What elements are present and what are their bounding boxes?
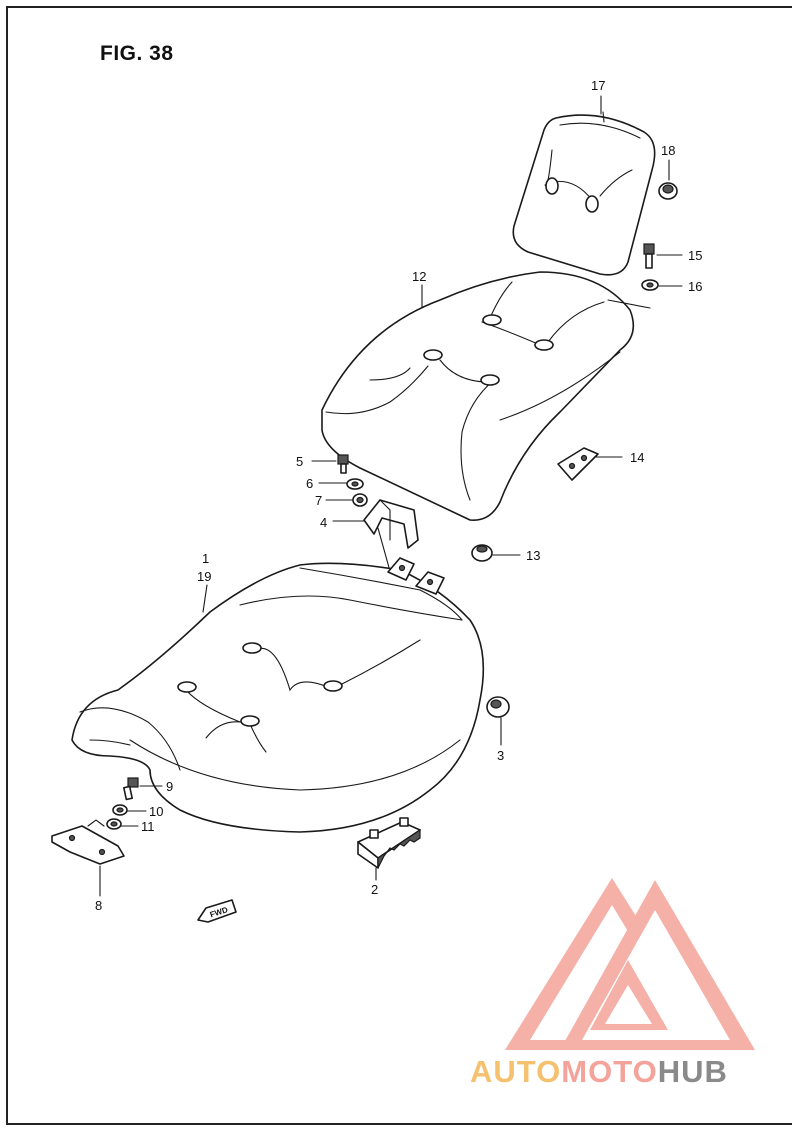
leader-lines bbox=[99, 95, 683, 897]
seat-rear-tabs bbox=[387, 557, 445, 595]
callout-16: 16 bbox=[688, 279, 702, 294]
callout-17: 17 bbox=[591, 78, 605, 93]
bracket-14 bbox=[557, 447, 599, 481]
callout-12: 12 bbox=[412, 269, 426, 284]
callout-1: 1 bbox=[202, 551, 209, 566]
backrest-pad bbox=[512, 111, 656, 276]
bolt-9 bbox=[123, 777, 139, 801]
watermark-logo bbox=[505, 878, 755, 1050]
rider-seat bbox=[71, 562, 485, 833]
watermark-text: AUTOMOTOHUB bbox=[470, 1054, 728, 1089]
callout-6: 6 bbox=[306, 476, 313, 491]
callout-2: 2 bbox=[371, 882, 378, 897]
callout-4: 4 bbox=[320, 515, 327, 530]
bolt-5 bbox=[337, 454, 349, 474]
callout-labels: 17 18 15 16 12 14 5 6 7 4 13 1 19 3 9 10… bbox=[95, 78, 702, 913]
washer-16 bbox=[641, 279, 659, 291]
collar-7 bbox=[352, 493, 368, 507]
page-border bbox=[6, 6, 792, 1125]
callout-14: 14 bbox=[630, 450, 644, 465]
callout-19: 19 bbox=[197, 569, 211, 584]
callout-5: 5 bbox=[296, 454, 303, 469]
callout-8: 8 bbox=[95, 898, 102, 913]
washer-10 bbox=[112, 804, 128, 816]
callout-7: 7 bbox=[315, 493, 322, 508]
callout-18: 18 bbox=[661, 143, 675, 158]
damper-2 bbox=[357, 817, 421, 869]
callout-15: 15 bbox=[688, 248, 702, 263]
figure-title: FIG. 38 bbox=[100, 42, 174, 65]
fwd-direction-arrow: FWD bbox=[197, 899, 237, 923]
cushion-3 bbox=[486, 696, 510, 718]
passenger-seat bbox=[321, 271, 651, 521]
washer-6 bbox=[346, 478, 364, 490]
washer-11 bbox=[106, 818, 122, 830]
nut-13 bbox=[471, 544, 493, 562]
bolt-15 bbox=[643, 243, 655, 269]
bracket-8 bbox=[51, 819, 125, 865]
grommet-18 bbox=[658, 182, 678, 200]
callout-9: 9 bbox=[166, 779, 173, 794]
callout-3: 3 bbox=[497, 748, 504, 763]
callout-13: 13 bbox=[526, 548, 540, 563]
callout-10: 10 bbox=[149, 804, 163, 819]
callout-11: 11 bbox=[141, 819, 155, 834]
